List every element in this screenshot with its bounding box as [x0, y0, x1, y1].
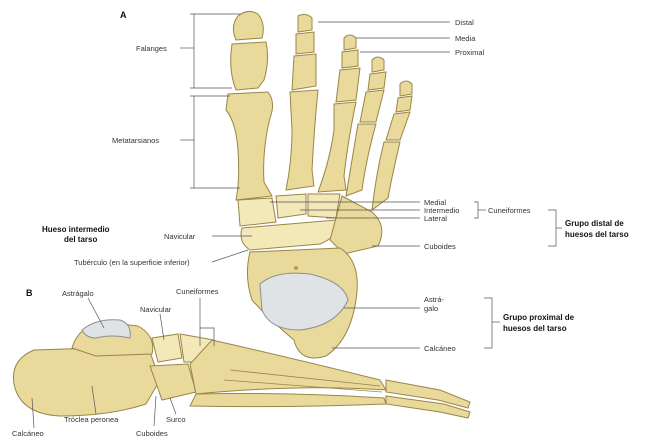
navicular-lateral: [152, 334, 182, 362]
label-surco: Surco: [166, 415, 186, 424]
label-tuberculo: Tubérculo (en la superficie inferior): [74, 258, 190, 267]
label-hueso-intermedio-1: Hueso intermedio: [42, 225, 110, 234]
toe4-distal: [372, 57, 384, 72]
label-astragalo-2: galo: [424, 304, 438, 313]
toe2-proximal: [292, 54, 316, 90]
lateral-cuneiform: [308, 194, 340, 218]
label-grupo-distal-2: huesos del tarso: [565, 230, 629, 239]
label-grupo-proximal-2: huesos del tarso: [503, 324, 567, 333]
talus-trochlea: [82, 320, 130, 338]
toe3-distal: [344, 35, 356, 50]
label-distal: Distal: [455, 18, 474, 27]
toe4-proximal: [360, 90, 384, 122]
label-grupo-distal-1: Grupo distal de: [565, 219, 624, 228]
toe4-middle: [368, 72, 386, 90]
toe5-distal: [400, 81, 412, 96]
panel-b-letter: B: [26, 288, 33, 298]
label-media: Media: [455, 34, 476, 43]
panel-a-letter: A: [120, 10, 127, 20]
toe4-metatarsal: [346, 124, 376, 196]
label-calcaneo-b: Calcáneo: [12, 429, 44, 438]
label-proximal: Proximal: [455, 48, 485, 57]
toe2-middle: [296, 32, 314, 54]
toe3-proximal: [336, 68, 360, 102]
hallux-distal-phalanx: [233, 11, 263, 40]
toe5-metatarsal: [372, 142, 400, 210]
label-calcaneo-a: Calcáneo: [424, 344, 456, 353]
label-navicular-b: Navicular: [140, 305, 172, 314]
calcaneus-lateral: [13, 348, 160, 416]
metatarsal-fifth-lateral: [190, 394, 386, 407]
foot-lateral-view: [13, 320, 470, 418]
hallux-proximal-phalanx: [231, 42, 268, 90]
label-cuboides-b: Cuboides: [136, 429, 168, 438]
label-navicular: Navicular: [164, 232, 196, 241]
tubercle-dot: [294, 266, 298, 270]
label-grupo-proximal-1: Grupo proximal de: [503, 313, 575, 322]
label-lateral: Lateral: [424, 214, 447, 223]
intermediate-cuneiform: [276, 194, 306, 218]
label-cuneiformes: Cuneiformes: [488, 206, 531, 215]
toe3-middle: [342, 50, 358, 68]
label-falanges: Falanges: [136, 44, 167, 53]
label-hueso-intermedio-2: del tarso: [64, 235, 97, 244]
label-cuboides: Cuboides: [424, 242, 456, 251]
first-metatarsal: [226, 92, 273, 200]
label-trocleas: Tróclea peronea: [64, 415, 119, 424]
foot-dorsal-view: [226, 11, 412, 358]
label-metatarsianos: Metatarsianos: [112, 136, 159, 145]
toe2-distal: [298, 14, 312, 32]
label-astragalo-1: Astrá-: [424, 295, 445, 304]
label-astragalo-b: Astrágalo: [62, 289, 94, 298]
toe5-middle: [396, 96, 412, 112]
cuboid-lateral: [150, 364, 196, 400]
toe5-proximal: [386, 112, 410, 140]
label-cuneiformes-b: Cuneiformes: [176, 287, 219, 296]
toe2-metatarsal: [286, 90, 318, 190]
